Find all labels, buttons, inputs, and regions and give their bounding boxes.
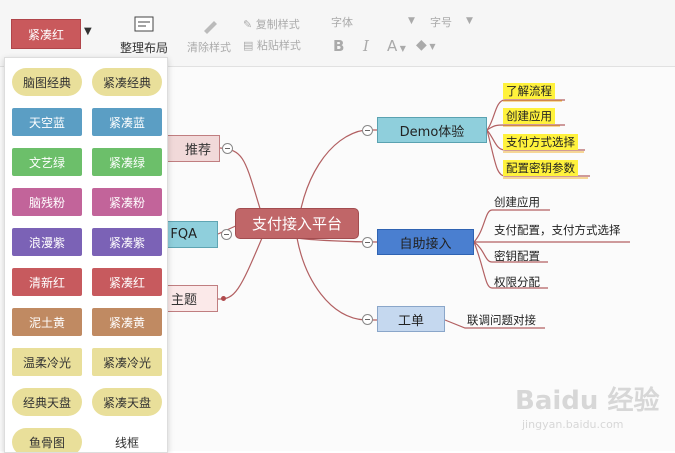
font-color-button[interactable]: A ▼ [387,37,406,55]
theme-option[interactable]: 紧凑粉 [92,188,162,216]
root-node[interactable]: 支付接入平台 [235,208,359,239]
branch-label: Demo体验 [399,124,465,140]
font-family-select[interactable]: 字体 [331,14,353,30]
collapse-toggle[interactable] [221,229,232,240]
theme-option[interactable]: 紧凑绿 [92,148,162,176]
root-label: 支付接入平台 [251,215,342,233]
theme-option[interactable]: 温柔冷光 [12,348,82,376]
connector-dot [221,296,226,301]
theme-option[interactable]: 浪漫紫 [12,228,82,256]
leaf-label: 配置密钥参数 [503,160,578,176]
copy-style-button[interactable]: ✎ 复制样式 [243,18,300,31]
font-color-label: A [387,37,398,55]
leaf-node[interactable]: 创建应用 [503,108,555,124]
leaf-label: 联调问题对接 [467,313,536,327]
left-node-label: FQA [170,227,197,242]
fill-color-icon[interactable]: ◆ ▼ [416,37,436,53]
watermark-logo: Baidu 经验 [515,380,659,417]
theme-option[interactable]: 紧凑红 [92,268,162,296]
branch-label: 自助接入 [399,236,452,252]
collapse-toggle[interactable] [362,237,373,248]
bold-button[interactable]: B [333,37,345,55]
paste-style-label: 粘贴样式 [256,39,301,52]
leaf-label: 支付方式选择 [503,134,578,150]
theme-select[interactable]: 紧凑红 [11,19,81,49]
branch-label: 工单 [397,313,424,329]
font-label: 字体 [331,16,353,29]
size-label: 字号 [430,16,452,29]
branch-node-ticket[interactable]: 工单 [377,306,445,332]
collapse-toggle[interactable] [362,125,373,136]
leaf-label: 创建应用 [494,195,540,209]
theme-option[interactable]: 紧凑天盘 [92,388,162,416]
leaf-node[interactable]: 密钥配置 [494,248,540,264]
theme-option[interactable]: 线框 [92,428,162,452]
copy-style-label: 复制样式 [255,18,300,31]
theme-option[interactable]: 紧凑紫 [92,228,162,256]
theme-option[interactable]: 天空蓝 [12,108,82,136]
leaf-node[interactable]: 支付配置，支付方式选择 [494,222,621,238]
collapse-toggle[interactable] [222,143,233,154]
clear-style-icon [200,15,220,38]
leaf-node[interactable]: 创建应用 [494,194,540,210]
chevron-down-icon[interactable]: ▼ [408,16,415,26]
leaf-label: 权限分配 [494,275,540,289]
leaf-node[interactable]: 配置密钥参数 [503,160,578,176]
theme-option[interactable]: 泥土黄 [12,308,82,336]
left-node-label: 推荐 [184,143,211,158]
theme-option[interactable]: 紧凑蓝 [92,108,162,136]
branch-node-demo[interactable]: Demo体验 [377,117,487,143]
theme-option[interactable]: 紧凑黄 [92,308,162,336]
chevron-down-icon[interactable]: ▼ [466,16,473,26]
leaf-label: 创建应用 [503,108,555,124]
theme-option[interactable]: 文艺绿 [12,148,82,176]
leaf-node[interactable]: 了解流程 [503,83,555,99]
watermark-url: jingyan.baidu.com [522,418,624,431]
italic-button[interactable]: I [363,37,369,55]
theme-option[interactable]: 清新红 [12,268,82,296]
theme-option[interactable]: 脑图经典 [12,68,82,96]
leaf-node[interactable]: 联调问题对接 [467,312,536,328]
theme-option[interactable]: 经典天盘 [12,388,82,416]
arrange-layout-button[interactable]: 整理布局 [120,41,169,55]
watermark-brand: Baidu 经验 [515,386,660,416]
theme-dropdown: 脑图经典紧凑经典天空蓝紧凑蓝文艺绿紧凑绿脑残粉紧凑粉浪漫紫紧凑紫清新红紧凑红泥土… [4,57,168,453]
theme-option[interactable]: 鱼骨图 [12,428,82,452]
theme-option[interactable]: 脑残粉 [12,188,82,216]
paste-style-button[interactable]: ▤ 粘贴样式 [243,39,301,52]
branch-node-self-access[interactable]: 自助接入 [377,229,474,255]
clear-style-button[interactable]: 清除样式 [187,41,231,54]
leaf-node[interactable]: 支付方式选择 [503,134,578,150]
leaf-label: 支付配置，支付方式选择 [494,223,621,237]
leaf-label: 了解流程 [503,83,555,99]
chevron-down-icon[interactable]: ▼ [84,26,92,37]
theme-option[interactable]: 紧凑冷光 [92,348,162,376]
leaf-node[interactable]: 权限分配 [494,274,540,290]
collapse-toggle[interactable] [362,314,373,325]
left-node-label: 主题 [170,293,197,308]
leaf-label: 密钥配置 [494,249,540,263]
font-size-select[interactable]: 字号 [430,14,452,30]
toolbar: 紧凑红 ▼ 整理布局 清除样式 ✎ 复制样式 ▤ 粘贴样式 字体 ▼ 字号 ▼ … [0,0,675,67]
theme-option[interactable]: 紧凑经典 [92,68,162,96]
arrange-icon[interactable] [132,15,158,38]
